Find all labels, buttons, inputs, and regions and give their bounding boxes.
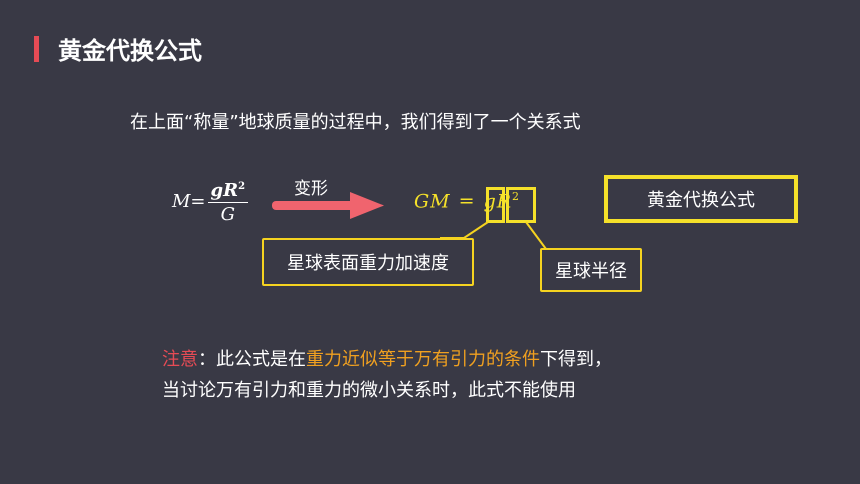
page-title: 黄金代换公式: [58, 37, 202, 65]
note-line-1: 注意：此公式是在重力近似等于万有引力的条件下得到，: [162, 344, 612, 375]
formula-r-exponent: 2: [512, 190, 521, 203]
intro-text: 在上面“称量”地球质量的过程中，我们得到了一个关系式: [130, 112, 581, 133]
mass-formula-fraction: gR2 G: [207, 176, 249, 227]
note-suffix: 下得到，: [540, 349, 612, 370]
golden-formula-label-box: 黄金代换公式: [604, 175, 798, 223]
r-highlight-box: [506, 187, 536, 223]
title-accent-bar: [34, 36, 39, 62]
numerator-exponent: 2: [238, 181, 246, 192]
arrow-label: 变形: [294, 179, 328, 199]
note-prefix: 注意: [162, 349, 198, 370]
planet-radius-callout: 星球半径: [540, 248, 642, 292]
note-block: 注意：此公式是在重力近似等于万有引力的条件下得到， 当讨论万有引力和重力的微小关…: [162, 344, 612, 406]
note-condition: 重力近似等于万有引力的条件: [306, 349, 540, 370]
numerator-text: gR: [210, 180, 239, 201]
equals-sign: =: [458, 190, 476, 213]
fraction-numerator: gR2: [207, 176, 249, 203]
mass-formula-lhs: M=: [172, 191, 206, 212]
right-arrow-icon: [272, 192, 384, 219]
g-highlight-box: [486, 187, 505, 223]
gravity-acceleration-callout: 星球表面重力加速度: [262, 238, 474, 286]
golden-formula-lhs: GM: [414, 190, 451, 213]
note-line-2: 当讨论万有引力和重力的微小关系时，此式不能使用: [162, 380, 576, 401]
note-colon-text: ：此公式是在: [198, 349, 306, 370]
mass-formula: M= gR2 G: [172, 176, 249, 227]
fraction-denominator: G: [220, 204, 235, 225]
